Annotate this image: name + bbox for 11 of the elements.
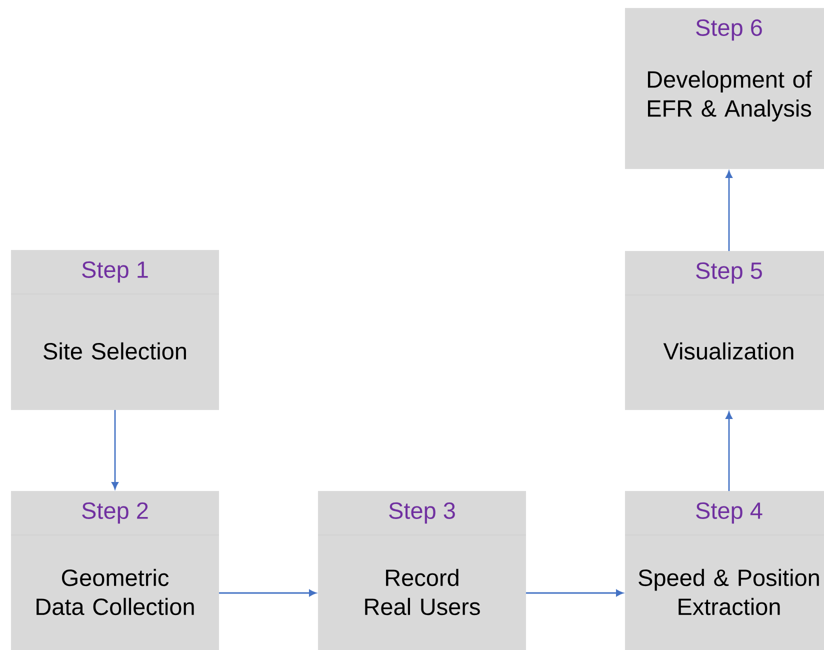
step-box: Step 5 Visualization xyxy=(624,251,824,410)
step-box: Step 6 Development of EFR & Analysis xyxy=(625,8,824,169)
arrow xyxy=(726,170,732,251)
arrow xyxy=(526,590,624,596)
arrow xyxy=(726,412,732,491)
arrow xyxy=(112,410,118,490)
step-box: Step 3 Record Real Users xyxy=(318,491,526,650)
step-box: Step 4 Speed & Position Extraction xyxy=(624,491,824,650)
step-box: Step 1 Site Selection xyxy=(10,250,220,410)
step-box: Step 2 Geometric Data Collection xyxy=(10,491,220,650)
arrow xyxy=(219,590,316,596)
